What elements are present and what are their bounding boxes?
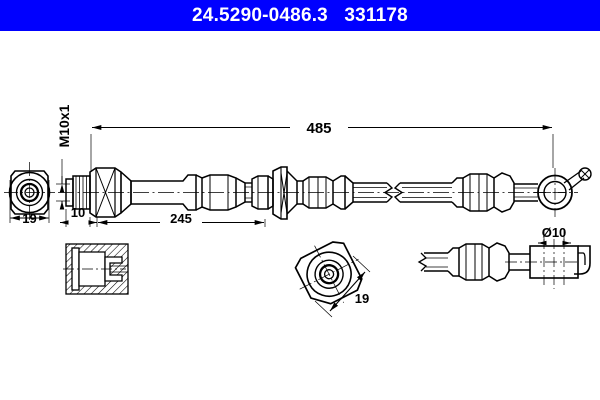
bracket-end-view [294,241,371,318]
crimp-ferrule-right [451,172,538,213]
dimension-10 [60,209,97,227]
dim-label-m10x1: M10x1 [56,104,72,147]
break-symbol [383,182,394,203]
banjo-eye-fitting [534,167,592,217]
section-detail-view [63,243,129,295]
part-number-title: 24.5290-0486.3 331178 [192,4,408,26]
bolt-head-icon [578,167,592,181]
crimp-ferrule-left [130,174,246,211]
hose-segment-a [245,182,252,203]
left-threaded-fitting [65,167,132,218]
dim-label-19-bracket: 19 [355,291,369,306]
dim-label-245: 245 [170,211,192,226]
left-end-view [4,162,55,223]
dimension-m10x1 [56,159,70,210]
intermediate-bracket-fitting [251,166,298,220]
drawing-svg: 19 [4,104,592,318]
header-bar: 24.5290-0486.3 331178 [0,0,600,31]
dim-label-485: 485 [306,120,331,137]
dim-label-10: 10 [71,205,85,220]
technical-drawing-canvas: 19 [0,31,600,400]
dim-label-19-left: 19 [22,211,36,226]
dimension-diameter-10 [538,229,571,247]
crimp-ferrule-middle [297,175,354,210]
hose-main-run [353,182,452,203]
dim-label-diameter-10: Ø10 [542,225,567,240]
right-fitting-detail-view [417,239,591,289]
